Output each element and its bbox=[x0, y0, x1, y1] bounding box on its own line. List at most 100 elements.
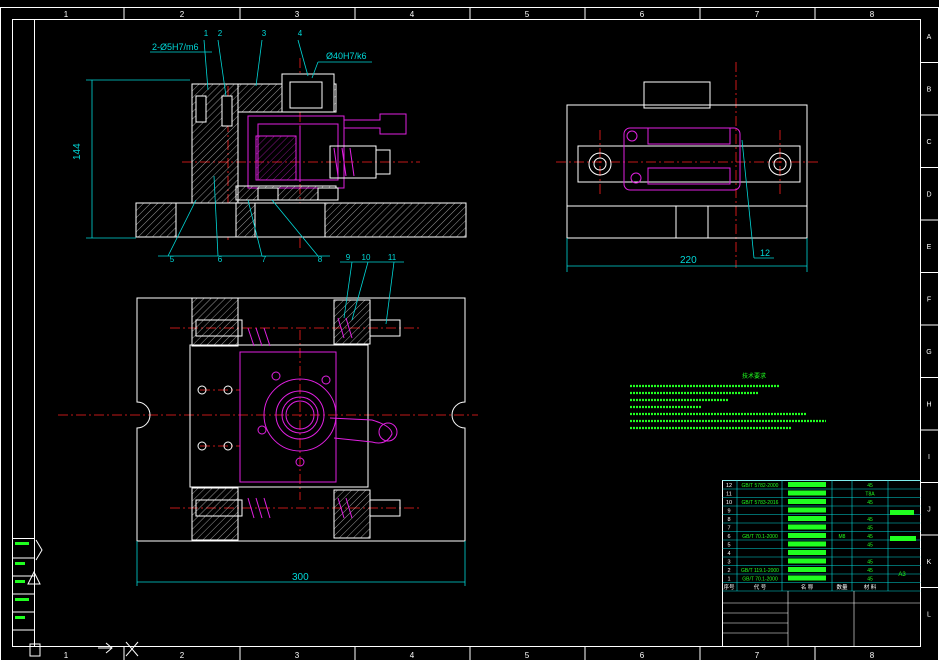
plan-top-left-block bbox=[191, 297, 239, 347]
side-view: 220 12 bbox=[556, 62, 820, 272]
plan-leader-label: 10 bbox=[362, 253, 371, 262]
left-stamp-border bbox=[12, 538, 35, 647]
inner-border bbox=[12, 19, 921, 647]
side-left-hole-inner bbox=[593, 157, 607, 171]
title-block-header-label: 材 料 bbox=[864, 583, 877, 591]
row-label-right: G bbox=[926, 349, 931, 356]
title-block-header-label: 代 号 bbox=[754, 583, 767, 591]
title-block-name-cell bbox=[788, 499, 826, 504]
title-block-header-label: 数量 bbox=[836, 583, 848, 591]
side-bar bbox=[577, 145, 801, 183]
technical-requirements: 技术要求 bbox=[630, 372, 826, 430]
title-block-item-number: 9 bbox=[727, 509, 730, 515]
left-stamp-mark-5 bbox=[15, 616, 25, 619]
plan-bottom-screw-right bbox=[369, 499, 401, 517]
title-block-item-number: 2 bbox=[727, 568, 730, 574]
plan-top-spring-right bbox=[337, 317, 353, 339]
support-pin-left bbox=[257, 187, 279, 201]
workpiece-arm bbox=[343, 113, 407, 135]
height-dimension-text: 144 bbox=[72, 143, 83, 160]
title-block-material: 45 bbox=[867, 500, 873, 506]
title-block-standard: GB/T 70.1-2000 bbox=[742, 534, 778, 540]
side-leader-label: 12 bbox=[760, 248, 770, 258]
front-leader-label: 6 bbox=[218, 255, 223, 264]
title-block-name-cell bbox=[788, 533, 826, 538]
bore-annotation-text: Ø40H7/k6 bbox=[326, 51, 367, 61]
leader-2 bbox=[217, 39, 227, 97]
title-block-spec: M8 bbox=[839, 534, 846, 540]
row-label-right: E bbox=[927, 244, 932, 251]
drill-bushing bbox=[289, 81, 323, 109]
row-label-right: F bbox=[927, 297, 931, 304]
side-body-outline bbox=[566, 104, 808, 239]
tech-req-lines bbox=[630, 384, 826, 430]
title-block-item-number: 12 bbox=[726, 483, 732, 489]
column-label-top: 2 bbox=[180, 10, 185, 19]
plan-width-dimension-text: 300 bbox=[292, 572, 309, 583]
locating-pin-1 bbox=[195, 95, 207, 123]
left-stamp-area bbox=[12, 538, 139, 657]
left-stamp-mark-4 bbox=[15, 598, 29, 601]
base-plate-recess bbox=[254, 202, 326, 238]
base-plate-relief bbox=[175, 202, 237, 238]
title-block-drawing-name bbox=[890, 510, 914, 515]
column-label-bottom: 1 bbox=[64, 651, 69, 660]
title-block-name-cell bbox=[788, 524, 826, 530]
plan-body-outline bbox=[189, 344, 369, 488]
title-block-name-cell bbox=[788, 507, 826, 513]
leader-11 bbox=[385, 261, 395, 325]
leader-4 bbox=[297, 39, 309, 77]
plan-leader-label: 11 bbox=[388, 253, 397, 262]
plan-workpiece-flange bbox=[263, 378, 337, 452]
title-block-item-number: 4 bbox=[727, 551, 730, 557]
title-block-item-number: 7 bbox=[727, 526, 730, 532]
title-block-sheet-size: A3 bbox=[898, 572, 906, 578]
clamp-screw-head bbox=[375, 149, 391, 175]
row-label-right: I bbox=[928, 454, 930, 461]
title-block-header-label: 名 称 bbox=[801, 583, 814, 591]
title-block-standard: GB/T 5783-2016 bbox=[742, 500, 779, 506]
plan-bolt-1 bbox=[271, 371, 281, 381]
side-left-hole bbox=[588, 152, 612, 176]
fit-annotation-text: 2-Ø5H7/m6 bbox=[152, 42, 199, 52]
tech-req-heading: 技术要求 bbox=[742, 372, 766, 380]
side-workpiece-hole-1 bbox=[626, 130, 638, 142]
row-label-right: H bbox=[926, 402, 931, 409]
clamp-spring bbox=[333, 147, 355, 177]
title-block-standard: GB/T 119.1-2000 bbox=[741, 568, 779, 574]
plan-bolt-3 bbox=[257, 425, 267, 435]
leader-1 bbox=[203, 39, 209, 91]
title-block-material: 45 bbox=[867, 517, 873, 523]
side-workpiece-bottom bbox=[647, 167, 731, 185]
title-block-item-number: 10 bbox=[726, 500, 732, 506]
left-stamp-mark-3 bbox=[15, 580, 25, 583]
ucs-x-arrow-icon bbox=[98, 642, 113, 654]
column-label-bottom: 8 bbox=[870, 651, 875, 660]
title-block-material: 45 bbox=[867, 526, 873, 532]
column-label-top: 1 bbox=[64, 10, 69, 19]
leader-10 bbox=[351, 261, 369, 321]
title-block-name-cell bbox=[788, 567, 826, 572]
title-block-material: 45 bbox=[867, 568, 873, 574]
ucs-triangle-icon bbox=[27, 570, 41, 585]
title-block-name-cell bbox=[788, 482, 826, 487]
column-label-top: 5 bbox=[525, 10, 530, 19]
title-block-standard: GB/T 5782-2000 bbox=[742, 483, 779, 489]
row-label-right: B bbox=[927, 87, 932, 94]
side-right-hole-inner bbox=[773, 157, 787, 171]
plan-top-spring-left bbox=[247, 327, 271, 347]
plan-bottom-screw-left bbox=[195, 499, 243, 517]
title-block-name-cell bbox=[788, 550, 826, 555]
title-block-header-label: 序号 bbox=[723, 583, 735, 591]
plan-top-screw-left bbox=[195, 319, 243, 337]
column-label-top: 7 bbox=[755, 10, 760, 19]
column-label-bottom: 6 bbox=[640, 651, 645, 660]
